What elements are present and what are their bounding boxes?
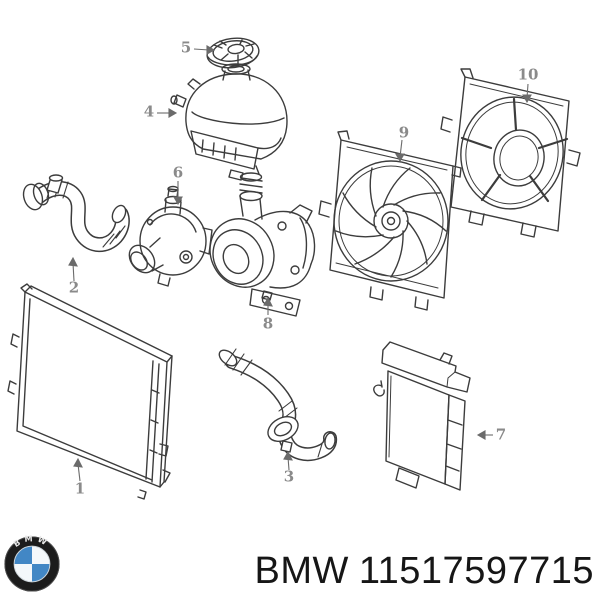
part-cap: [206, 37, 260, 69]
callout-leaders: [68, 45, 532, 482]
part-water-pump: [209, 172, 316, 317]
part-fan-shroud: [440, 68, 581, 238]
brand-text: BMW: [254, 550, 349, 592]
part-upper-hose: [22, 174, 130, 253]
part-thermostat: [128, 185, 213, 287]
diagram-drawing: [7, 37, 581, 500]
part-lower-hose: [218, 348, 338, 462]
part-fan-assembly: [318, 130, 462, 311]
part-aux-radiator: [373, 341, 471, 491]
part-radiator: [7, 283, 173, 500]
bmw-logo-icon: BMW: [4, 535, 60, 592]
part-expansion-tank: [170, 63, 288, 181]
part-number-text: 11517597715: [358, 550, 594, 592]
